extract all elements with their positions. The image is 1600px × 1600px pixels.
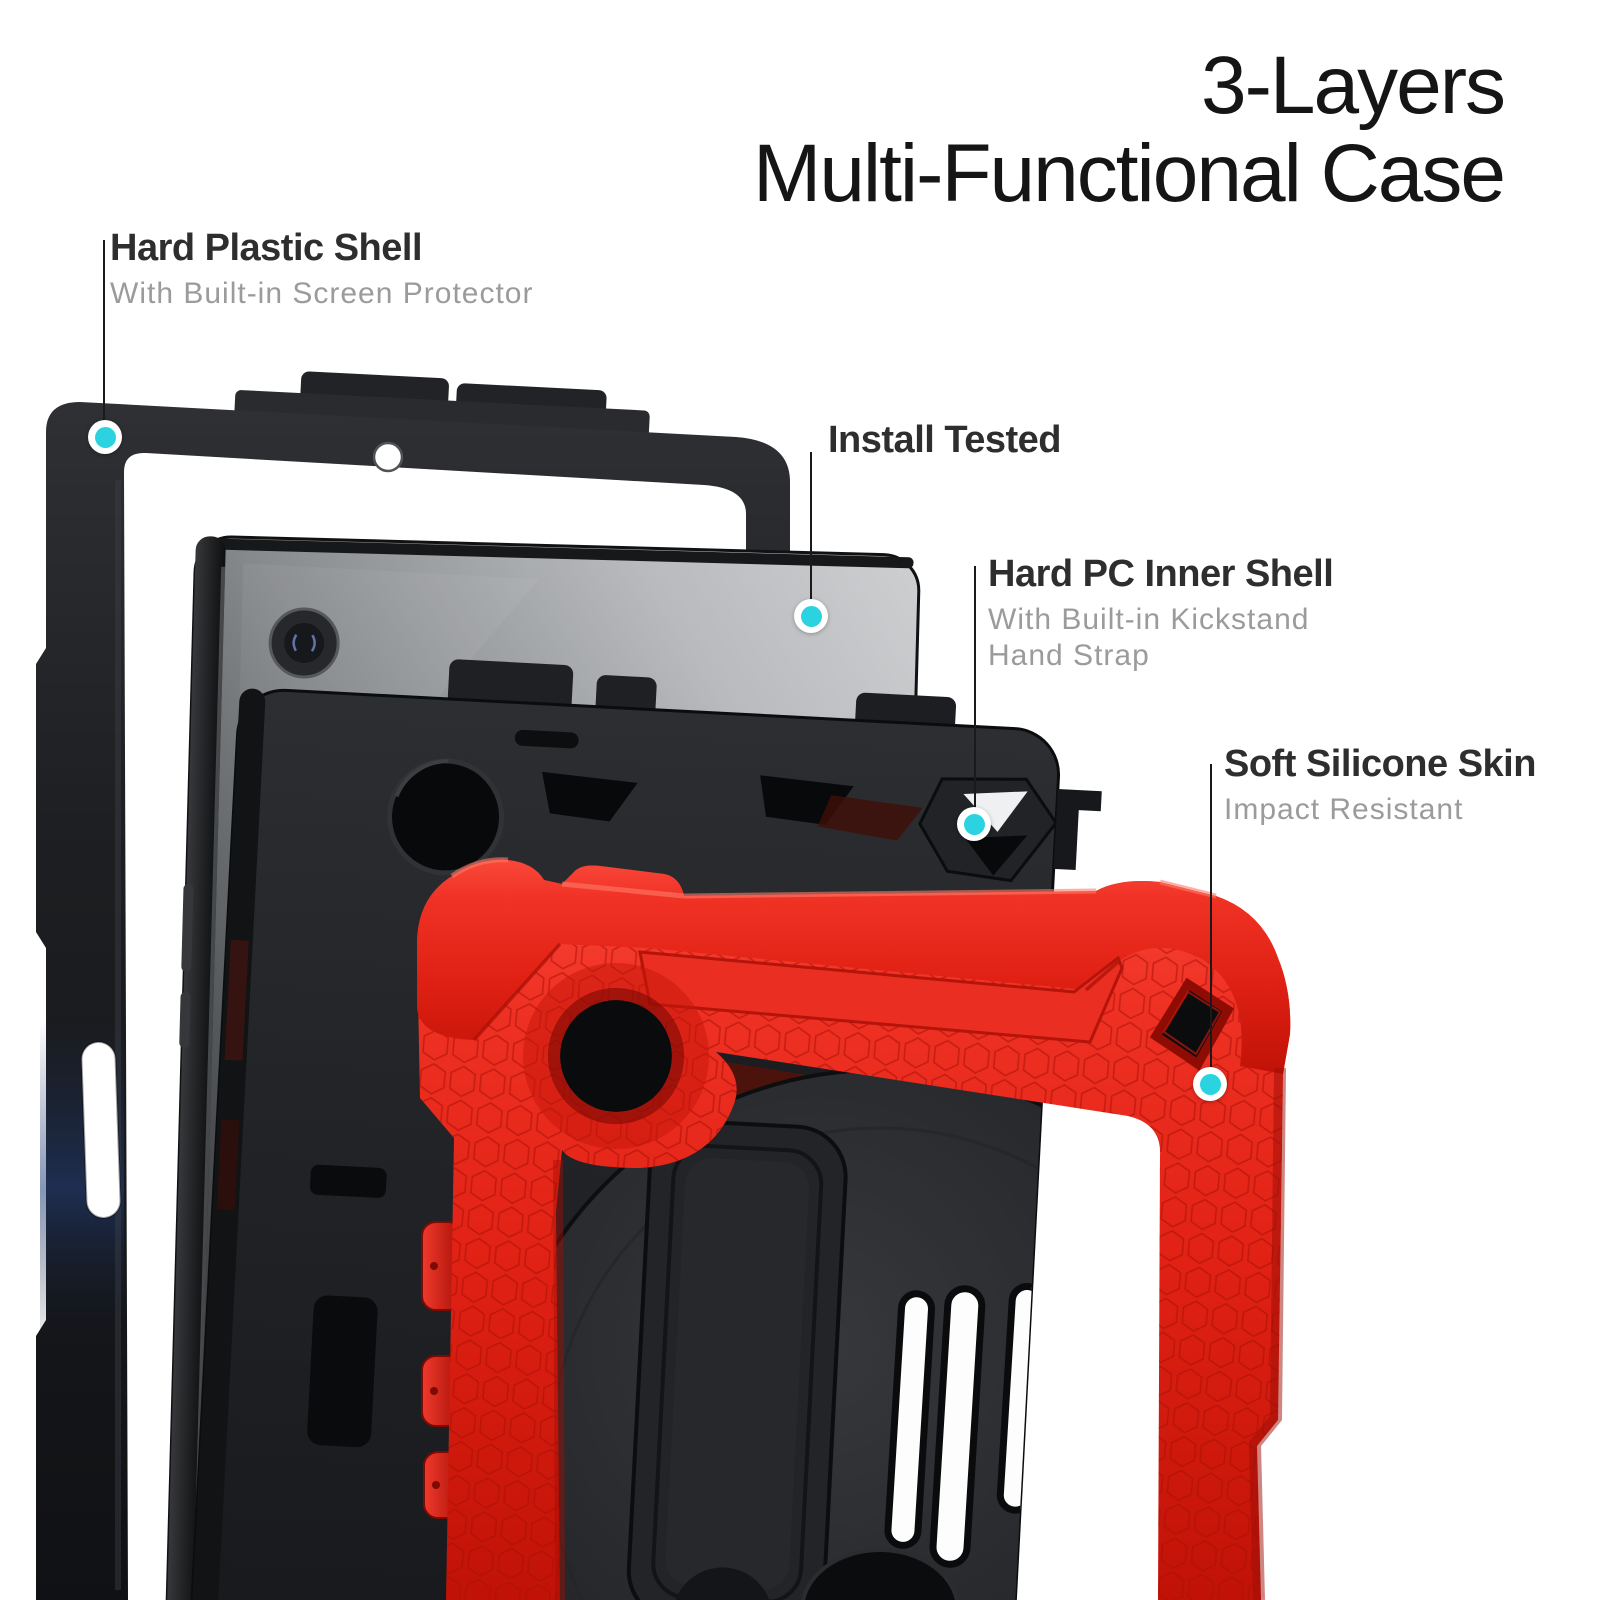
skin-smooth-band [417,859,1291,1074]
skin-right-shadow [1248,1067,1286,1600]
layer-soft-silicone-skin [417,857,1291,1600]
dot-core [963,813,985,835]
shell-speaker-slots [884,1283,1046,1568]
tablet-left-edge [166,536,226,1600]
callout-dot-install-tested [794,599,828,633]
skin-bevel-line [472,942,1120,1042]
layer-hard-pc-inner-shell [188,659,1102,1600]
callout-subtitle: Impact Resistant [1224,793,1464,826]
dot-core [800,605,822,627]
tablet-top-bezel [205,538,914,569]
shell-camera-arc [394,759,449,798]
tablet-edge-highlight [192,566,226,1600]
shell-slot [307,1295,378,1448]
skin-top-highlight [450,857,1217,899]
callout-subtitle: With Built-in Screen Protector [110,277,534,310]
plate-thumb-hole [802,1550,958,1600]
callout-title: Soft Silicone Skin [1224,743,1536,785]
callout-subtitle: Hand Strap [988,639,1150,672]
layer-hard-plastic-shell [36,371,790,1600]
shell-red-clip [224,939,249,1061]
leader-line-install-tested [810,452,812,600]
callout-soft-silicone-skin: Soft Silicone Skin Impact Resistant [1224,742,1536,828]
page-title-line2: Multi-Functional Case [753,128,1506,219]
shell-corner-hole [963,791,1028,832]
callout-dot-hard-pc-inner-shell [957,807,991,841]
shell-camera-hole [389,760,502,873]
tablet-volume-button [181,883,194,972]
frame-screw-hole [372,441,404,473]
kickstand-notch [672,1567,773,1600]
callout-hard-pc-inner-shell: Hard PC Inner Shell With Built-in Kickst… [988,552,1334,674]
shell-red-clip [216,1119,240,1211]
callout-title: Hard PC Inner Shell [988,553,1334,595]
shell-red-reflection [817,795,923,841]
leader-line-hard-plastic-shell [103,240,105,422]
callout-hard-plastic-shell: Hard Plastic Shell With Built-in Screen … [110,226,533,312]
tablet-camera [268,607,340,679]
frame-body [36,402,790,1600]
callout-install-tested: Install Tested [828,418,1062,462]
callout-subtitle: With Built-in Kickstand [988,603,1310,636]
callout-title: Install Tested [828,419,1062,461]
shell-corner-hole [965,835,1028,876]
callout-dot-hard-plastic-shell [88,420,122,454]
tablet-power-button [179,991,191,1048]
page-title-line1: 3-Layers [1200,40,1506,131]
leader-line-hard-pc-inner-shell [974,566,976,808]
skin-camera-hole [523,963,709,1149]
shell-cutout [542,771,638,822]
callout-dot-soft-silicone-skin [1193,1067,1227,1101]
frame-inner-highlight [115,480,121,1590]
plate-thumb-hole-rim [800,1548,960,1600]
frame-side-slot [80,1041,122,1219]
dot-core [1199,1073,1221,1095]
shell-slot [310,1164,387,1198]
callout-title: Hard Plastic Shell [110,227,423,269]
dot-core [94,426,116,448]
skin-inner-shadow [553,1159,565,1600]
kickstand [626,1119,848,1600]
leader-line-soft-silicone-skin [1210,764,1212,1068]
shell-slot [512,727,581,751]
page-title: 3-Layers Multi-Functional Case [753,40,1506,219]
shell-hook-tab [1053,788,1102,870]
